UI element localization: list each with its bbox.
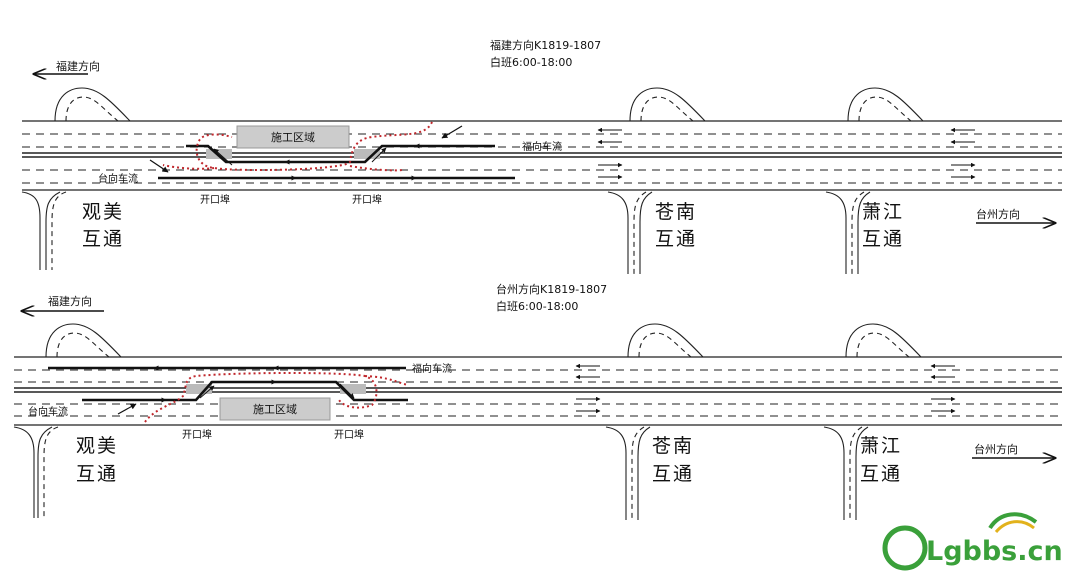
opening-label-1: 开口埠 bbox=[200, 193, 230, 206]
interchange-xiaojiang: 萧江 bbox=[860, 435, 902, 457]
watermark-logo: Lgbbs.cn bbox=[882, 512, 1063, 571]
interchange-cangnan: 苍南 bbox=[652, 435, 694, 457]
interchange-guanmei: 观美 bbox=[76, 435, 118, 457]
ramp-loops bbox=[45, 323, 922, 358]
panel-bottom: 台州方向K1819-1807 白班6:00-18:00 福建方向 台州方向 bbox=[13, 282, 1062, 520]
shift-time: 白班6:00-18:00 bbox=[490, 55, 572, 69]
lane-arrows bbox=[597, 127, 976, 180]
direction-taizhou: 台州方向 bbox=[976, 207, 1020, 221]
panel-title: 台州方向K1819-1807 bbox=[496, 282, 607, 296]
construction-zone-label: 施工区域 bbox=[253, 403, 297, 416]
interchange-guanmei-suffix: 互通 bbox=[82, 228, 124, 250]
median-opening-2 bbox=[354, 149, 380, 159]
flow-arrows bbox=[213, 143, 430, 166]
interchange-cangnan-suffix: 互通 bbox=[652, 463, 694, 485]
opening-label-1: 开口埠 bbox=[182, 428, 212, 441]
logo-leaf-icon bbox=[988, 512, 1038, 530]
opening-label-2: 开口埠 bbox=[334, 428, 364, 441]
traffic-control-outline bbox=[144, 372, 409, 423]
interchange-xiaojiang-suffix: 互通 bbox=[860, 463, 902, 485]
median-opening-1 bbox=[186, 384, 212, 394]
construction-zone bbox=[236, 125, 350, 149]
traffic-control-outline-2 bbox=[349, 165, 403, 172]
fujian-flow-pointer bbox=[441, 125, 463, 139]
interchange-cangnan-suffix: 互通 bbox=[655, 228, 697, 250]
direction-fujian: 福建方向 bbox=[56, 59, 100, 73]
taizhou-flow-label: 台向车流 bbox=[28, 405, 68, 418]
interchange-cangnan: 苍南 bbox=[655, 201, 697, 223]
ramp-loops bbox=[54, 87, 924, 122]
panel-top: 福建方向K1819-1807 白班6:00-18:00 福建方向 台州方向 bbox=[21, 38, 1062, 274]
taizhou-flow-pointer bbox=[149, 159, 169, 173]
construction-zone bbox=[219, 397, 331, 421]
interchange-xiaojiang: 萧江 bbox=[862, 201, 904, 223]
opening-label-2: 开口埠 bbox=[352, 193, 382, 206]
road bbox=[22, 120, 1062, 191]
interchange-xiaojiang-suffix: 互通 bbox=[862, 228, 904, 250]
fujian-flow-label: 福向车流 bbox=[522, 140, 562, 153]
taizhou-flow-label: 台向车流 bbox=[98, 172, 138, 185]
taizhou-flow-pointer bbox=[117, 403, 137, 415]
ramps-down bbox=[13, 426, 869, 520]
interchange-guanmei-suffix: 互通 bbox=[76, 463, 118, 485]
construction-zone-label: 施工区域 bbox=[271, 131, 315, 144]
traffic-control-outline bbox=[162, 121, 433, 171]
ramps-down bbox=[21, 191, 871, 274]
fujian-flow-label: 福向车流 bbox=[412, 362, 452, 375]
shift-time: 白班6:00-18:00 bbox=[496, 299, 578, 313]
panel-title: 福建方向K1819-1807 bbox=[490, 38, 601, 52]
median-opening-2 bbox=[340, 384, 366, 394]
logo-leaf-icon-2 bbox=[994, 520, 1035, 534]
direction-taizhou: 台州方向 bbox=[974, 442, 1018, 456]
logo-swirl-icon bbox=[882, 525, 928, 571]
watermark-text: Lgbbs.cn bbox=[926, 536, 1063, 567]
direction-fujian: 福建方向 bbox=[48, 294, 92, 308]
lane-arrows bbox=[575, 363, 956, 414]
interchange-guanmei: 观美 bbox=[82, 201, 124, 223]
flow-arrows bbox=[150, 379, 355, 403]
